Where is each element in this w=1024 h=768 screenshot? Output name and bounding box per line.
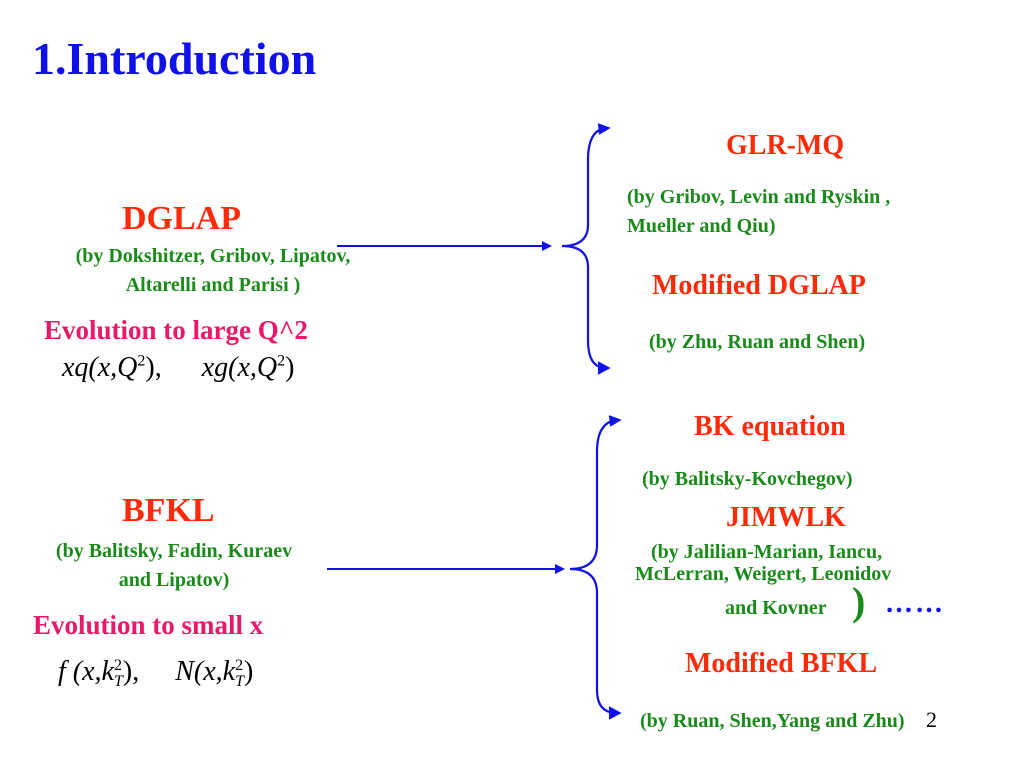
dglap-formula-a-end: ), bbox=[145, 352, 162, 383]
upper-brace-arrow-top bbox=[597, 123, 611, 135]
dglap-credit-line2: Altarelli and Parisi ) bbox=[125, 274, 301, 296]
glr-mq-credit-line1: (by Gribov, Levin and Ryskin , bbox=[627, 186, 891, 208]
bfkl-formula-b-sub: T bbox=[235, 672, 244, 690]
glr-mq-heading: GLR-MQ bbox=[726, 130, 845, 161]
bfkl-formula-b-end: ) bbox=[243, 656, 254, 687]
bfkl-formula-a-sup: 2 bbox=[113, 656, 122, 674]
dglap-formula-b-sup: 2 bbox=[277, 352, 286, 370]
dglap-formula-b: xg(x,Q bbox=[201, 352, 278, 383]
bfkl-formula-a: f (x,k bbox=[58, 656, 114, 687]
glr-mq-credit: (by Gribov, Levin and Ryskin , Mueller a… bbox=[627, 183, 890, 241]
dglap-formula-a: xq(x,Q bbox=[62, 352, 138, 383]
bfkl-heading: BFKL bbox=[122, 492, 215, 529]
bfkl-formula-b-sup: 2 bbox=[235, 656, 244, 674]
bfkl-credit-line1: (by Balitsky, Fadin, Kuraev bbox=[55, 540, 293, 562]
dglap-evolution: Evolution to large Q^2 bbox=[44, 315, 308, 345]
bfkl-credit: (by Balitsky, Fadin, Kuraev and Lipatov) bbox=[14, 537, 334, 595]
modified-dglap-heading: Modified DGLAP bbox=[652, 270, 866, 301]
bfkl-formula-a-sub: T bbox=[113, 672, 123, 690]
jimwlk-close-paren: ) bbox=[852, 579, 866, 624]
bfkl-credit-line2: and Lipatov) bbox=[118, 569, 230, 591]
jimwlk-credit-line2: McLerran, Weigert, Leonidov bbox=[635, 563, 892, 585]
jimwlk-heading: JIMWLK bbox=[726, 502, 846, 533]
upper-brace-arrow-bottom bbox=[597, 361, 611, 375]
glr-mq-credit-line2: Mueller and Qiu) bbox=[627, 215, 776, 237]
modified-bfkl-heading: Modified BFKL bbox=[685, 648, 878, 679]
dglap-formula-b-end: ) bbox=[285, 352, 295, 383]
bfkl-formula-b: N(x,k bbox=[175, 656, 236, 687]
dglap-formula-a-sup: 2 bbox=[137, 352, 146, 370]
jimwlk-credit-line3: and Kovner bbox=[725, 597, 827, 619]
bk-equation-credit: (by Balitsky-Kovchegov) bbox=[642, 468, 853, 490]
page-number: 2 bbox=[926, 707, 937, 732]
bfkl-formula-a-end: ), bbox=[122, 656, 140, 687]
slide-title: 1.Introduction bbox=[32, 33, 317, 84]
bk-equation-heading: BK equation bbox=[694, 411, 846, 442]
dglap-heading: DGLAP bbox=[122, 200, 241, 237]
bfkl-evolution: Evolution to small x bbox=[33, 610, 264, 640]
dglap-credit: (by Dokshitzer, Gribov, Lipatov, Altarel… bbox=[30, 242, 396, 300]
ellipsis: …… bbox=[885, 588, 945, 619]
modified-bfkl-credit: (by Ruan, Shen,Yang and Zhu) bbox=[640, 710, 905, 732]
lower-brace-arrow-bottom bbox=[608, 706, 622, 720]
dglap-credit-line1: (by Dokshitzer, Gribov, Lipatov, bbox=[75, 245, 351, 267]
lower-brace bbox=[569, 418, 618, 715]
lower-brace-arrow-top bbox=[608, 415, 622, 427]
upper-brace bbox=[561, 126, 607, 370]
dglap-formula: xq(x,Q2), xg(x,Q2) bbox=[62, 352, 294, 384]
jimwlk-credit-line1: (by Jalilian-Marian, Iancu, bbox=[651, 541, 883, 563]
modified-dglap-credit: (by Zhu, Ruan and Shen) bbox=[649, 331, 866, 353]
